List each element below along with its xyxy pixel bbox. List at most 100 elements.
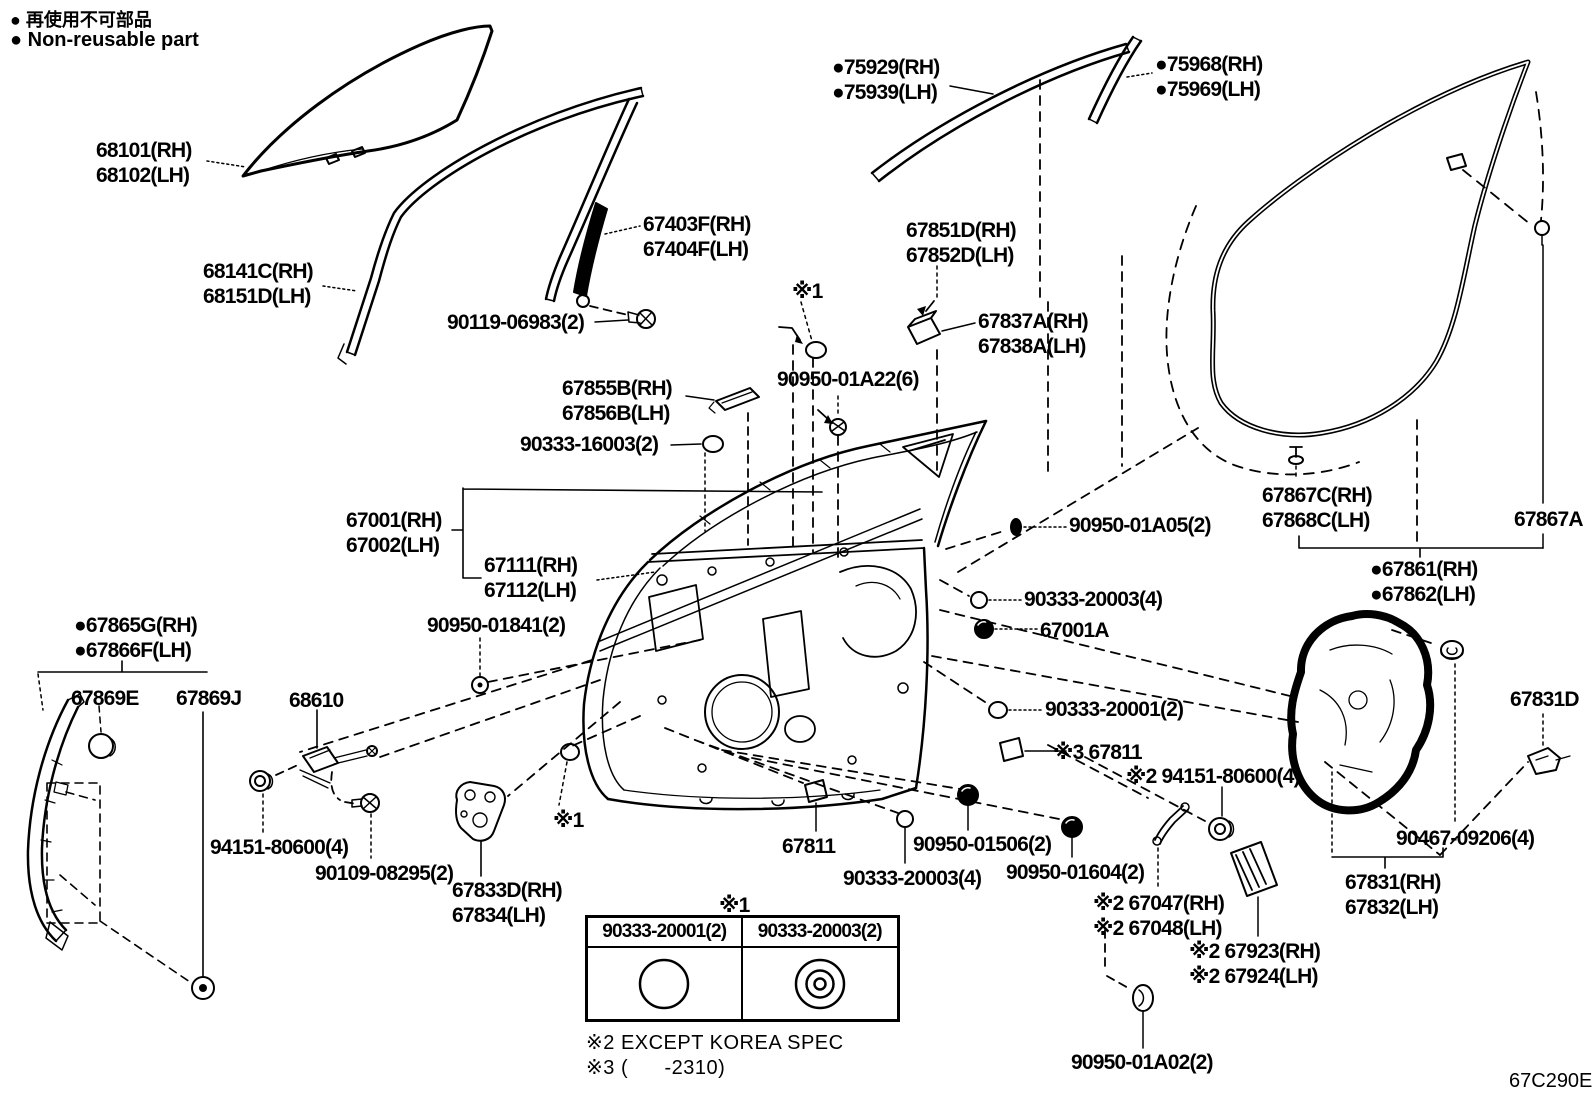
cushion-icon [804,779,828,803]
door-callout-lines [451,487,823,694]
clip-icon [1446,153,1467,171]
footnote-3: ※3 ( -2310) [586,1057,726,1079]
part-label-67851d: 67851D(RH) 67852D(LH) [906,219,1017,267]
diagram-code: 67C290E [1509,1070,1592,1092]
part-label-67869e: 67869E [71,687,139,710]
part-label-67867a: 67867A [1514,508,1584,531]
oval-snap-icon [970,591,988,609]
table-header-90333-20001: 90333-20001(2) [588,918,743,948]
channel-clip-icon [576,294,590,308]
table-cell-plain-circle [588,948,743,1019]
door-panel-drawing [582,419,988,811]
weatherstrip-clip-icon [1288,446,1304,465]
part-label-67811: 67811 [782,835,836,858]
upper-fasteners [778,265,976,561]
part-label-75929: ●75929(RH) ●75939(LH) [832,56,940,104]
part-label-90950-01841: 90950-01841(2) [427,614,566,637]
table-header-90333-20003: 90333-20003(2) [742,918,897,948]
grommet-slot-icon [1132,984,1154,1012]
clip-67837-drawing [907,265,976,345]
protector-drawing [26,660,215,1000]
check-link-icon [1152,802,1190,846]
fastener-variant-table: 90333-20001(2) 90333-20003(2) [585,915,900,1022]
part-label-67047: ※2 67047(RH) ※2 67048(LH) [1093,892,1225,940]
part-label-75968: ●75968(RH) ●75969(LH) [1155,53,1263,101]
mirror-sail-drawing [902,433,954,478]
legend-en: ● Non-reusable part [10,29,199,51]
pin-icon [1534,220,1550,246]
speaker-hole [704,674,780,750]
part-label-67855b: 67855B(RH) 67856B(LH) [562,377,673,425]
bottom-fasteners [558,427,1299,1049]
screw-icon [351,793,380,813]
part-label-90333-20003-upper: 90333-20003(4) [1024,588,1163,611]
part-label-67831: 67831(RH) 67832(LH) [1345,871,1441,919]
part-label-67861: ●67861(RH) ●67862(LH) [1370,558,1478,606]
screw-icon [829,418,847,436]
oval-snap-icon [560,743,580,761]
grommet-icon [974,619,994,639]
run-channel-drawing [322,86,645,365]
part-label-67831d: 67831D [1510,688,1580,711]
part-label-67869j: 67869J [176,687,242,710]
nut-icon [1208,817,1235,841]
grommet-icon [1061,816,1083,838]
door-check-drawing [249,709,380,859]
hinge-drawing [299,659,621,877]
washer-icon [471,676,489,694]
oval-snap-icon [896,810,914,828]
pillar-moulding-drawing [1087,35,1153,467]
front-channel-drawing [573,202,656,329]
part-label-90467-09206: 90467-09206(4) [1396,827,1535,850]
legend-jp: ● 再使用不可部品 [10,10,152,30]
concentric-circles-icon [794,958,845,1009]
washer-icon [191,976,215,1000]
part-label-67837a: 67837A(RH) 67838A(LH) [978,310,1089,358]
footnote-2: ※2 EXCEPT KOREA SPEC [586,1032,844,1054]
part-label-68101: 68101(RH) 68102(LH) [96,139,192,187]
part-label-90950-01a22: 90950-01A22(6) [777,368,920,391]
part-label-94151-80600-note2: ※2 94151-80600(4) [1126,765,1301,788]
note-mark-1-top: ※1 [792,280,823,303]
part-label-67111: 67111(RH) 67112(LH) [484,554,578,602]
part-label-67867c: 67867C(RH) 67868C(LH) [1262,484,1373,532]
bolt-icon [366,745,378,757]
part-label-67865g: ●67865G(RH) ●67866F(LH) [74,614,198,662]
door-glass-drawing [206,24,494,178]
part-label-68610: 68610 [289,689,344,712]
table-note-mark: ※1 [719,894,750,917]
part-label-67833d: 67833D(RH) 67834(LH) [452,879,563,927]
oval-snap-icon [702,435,724,453]
pin-icon [1010,518,1022,536]
table-cell-concentric-circles [743,948,898,1019]
screw-icon [627,309,656,329]
part-label-90119-06983: 90119-06983(2) [447,311,585,334]
grommet-icon [805,341,827,359]
part-label-90950-01506: 90950-01506(2) [913,833,1052,856]
glass-clip-icon [325,146,366,165]
part-label-67403f: 67403F(RH) 67404F(LH) [643,213,751,261]
nut-icon [249,770,274,792]
regulator-part-icon [1230,841,1278,897]
clip-67831d-icon [1527,747,1571,775]
part-label-68141c: 68141C(RH) 68151D(LH) [203,260,314,308]
part-label-90950-01a05: 90950-01A05(2) [1069,514,1212,537]
note-mark-1-mid: ※1 [553,809,584,832]
part-label-90950-01604: 90950-01604(2) [1006,861,1145,884]
right-fasteners [923,518,1235,841]
grommet-cylinder-icon [88,733,116,759]
part-label-67001: 67001(RH) 67002(LH) [346,509,442,557]
belt-clip-drawing [670,387,760,546]
part-label-90109-08295: 90109-08295(2) [315,862,454,885]
part-label-67811-note3: ※3 67811 [1053,741,1143,764]
part-label-90950-01a02: 90950-01A02(2) [1071,1051,1214,1074]
part-label-67923: ※2 67923(RH) ※2 67924(LH) [1189,940,1321,988]
plain-circle-icon [639,958,690,1009]
part-label-90333-16003: 90333-16003(2) [520,433,659,456]
weatherstrip-drawing [1165,59,1550,558]
cushion-icon [999,737,1024,762]
nut-icon [1440,640,1464,660]
oval-snap-icon [988,701,1008,719]
